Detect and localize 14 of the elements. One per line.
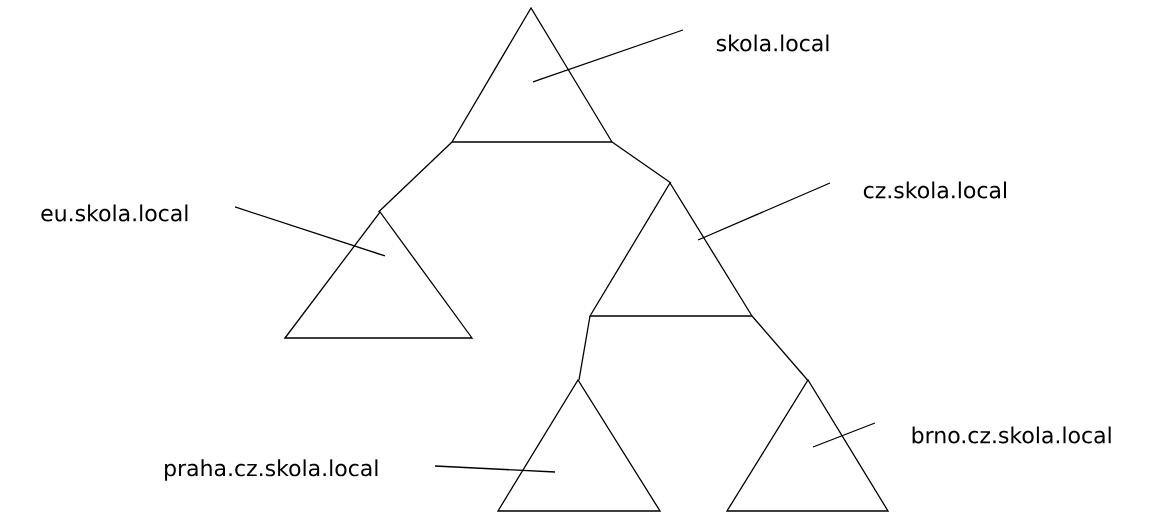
domain-label: brno.cz.skola.local xyxy=(912,426,1111,444)
domain-label: eu.skola.local xyxy=(41,204,188,222)
leader-line xyxy=(532,29,684,83)
tree-line xyxy=(578,315,591,381)
leader-line xyxy=(697,182,831,241)
tree-line xyxy=(377,141,453,213)
tree-line xyxy=(611,141,672,184)
leader-line xyxy=(234,206,386,257)
domain-label: skola.local xyxy=(716,34,829,52)
domain-label: praha.cz.skola.local xyxy=(165,459,378,481)
leader-line xyxy=(434,465,556,473)
tree-line xyxy=(751,315,809,381)
domain-label: cz.skola.local xyxy=(863,181,1006,199)
leader-line xyxy=(812,422,876,448)
